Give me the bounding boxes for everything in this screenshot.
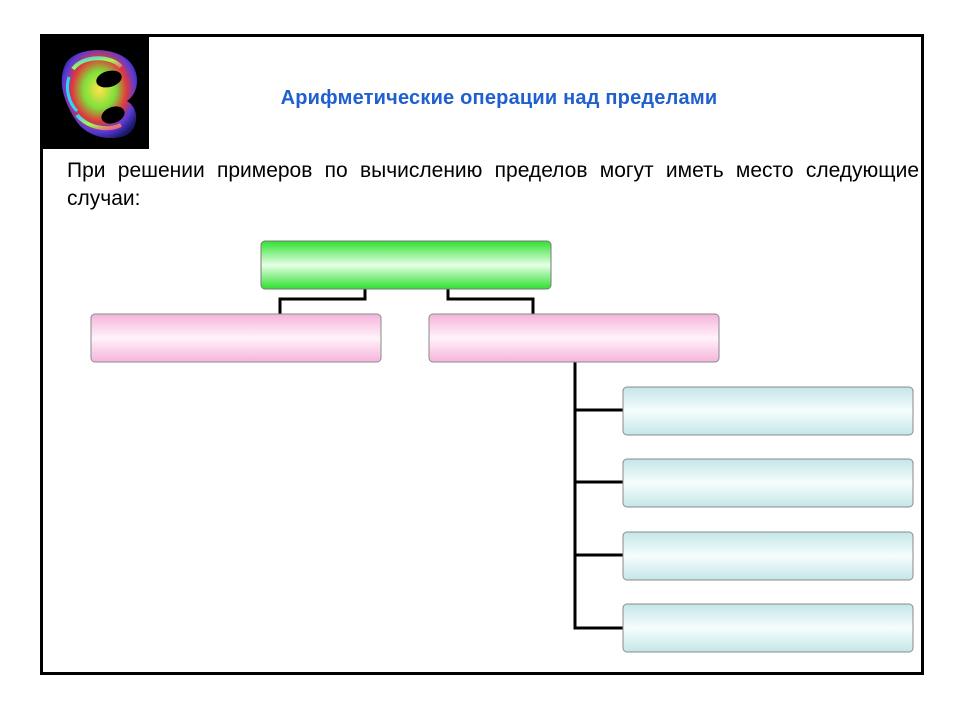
intro-text: При решении примеров по вычислению преде… <box>67 159 919 210</box>
slide-frame: Арифметические операции над пределами Пр… <box>40 34 924 675</box>
diagram-level2-node-1 <box>622 386 914 436</box>
diagram-level1-node-right <box>428 313 720 363</box>
diagram-level2-node-2 <box>622 458 914 508</box>
connector-root-right <box>446 287 535 327</box>
connector-root-left <box>278 287 367 327</box>
slide-title: Арифметические операции над пределами <box>280 87 718 109</box>
diagram-level1-node-left <box>90 313 382 363</box>
hierarchy-diagram <box>90 240 914 653</box>
fractal-torus-icon <box>43 37 149 149</box>
diagram-root-node <box>260 240 552 290</box>
connector-branch-trunk <box>573 361 623 630</box>
diagram-level2-node-3 <box>622 531 914 581</box>
diagram-level2-node-4 <box>622 603 914 653</box>
